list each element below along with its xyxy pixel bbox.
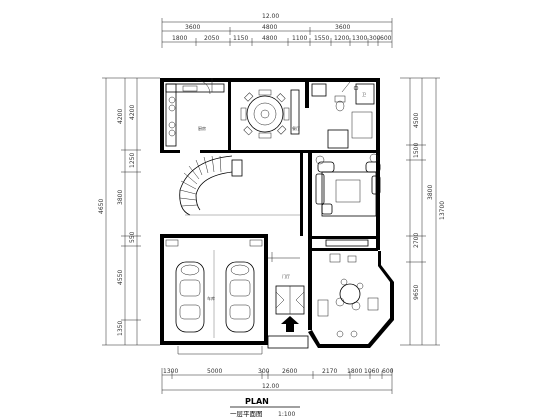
- top-dim-r2-4: 4800: [262, 35, 277, 42]
- right-overall: 13700: [439, 201, 446, 220]
- top-dim-r2-3: 1150: [233, 35, 248, 42]
- room-label-foyer: 门厅: [282, 273, 290, 279]
- entry-arrow-icon: [281, 316, 299, 332]
- top-dim-r2-5: 1100: [292, 35, 307, 42]
- top-dim-r2-6: 1550: [314, 35, 329, 42]
- bottom-dim-4: 2600: [282, 368, 297, 375]
- right-dim-1: 4500: [413, 113, 420, 128]
- overall-width-top: 12.00: [262, 13, 279, 20]
- spiral-stair: [179, 155, 300, 216]
- bottom-dimensions: 1300 5000 300 2600 2170 1800 1060 600 12…: [161, 368, 394, 394]
- room-label-kitchen: 厨房: [198, 125, 206, 131]
- top-dim-r2-2: 2050: [204, 35, 219, 42]
- left-dim-1b: 4200: [129, 105, 136, 120]
- walls: [160, 78, 380, 345]
- right-dimensions: 4500 1500 3800 2700 9650 13700: [400, 77, 446, 346]
- top-dimensions: 12.00 3600 4800 3600 1800 2050 1150 4800…: [161, 13, 393, 48]
- right-dim-5: 9650: [413, 285, 420, 300]
- bottom-dim-3: 300: [258, 368, 270, 375]
- left-dim-4: 550: [129, 231, 136, 243]
- top-dim-r2-8: 1300: [352, 35, 367, 42]
- right-dim-3: 3800: [427, 185, 434, 200]
- right-dim-4: 2700: [413, 233, 420, 248]
- plan-title: PLAN: [245, 397, 269, 406]
- top-dim-3: 3600: [335, 24, 350, 31]
- bathroom: 卫: [311, 81, 375, 149]
- top-dim-1: 3600: [185, 24, 200, 31]
- bottom-dim-8: 600: [382, 368, 394, 375]
- kitchen: 厨房: [165, 78, 225, 147]
- room-label-bath: 卫: [362, 92, 366, 97]
- left-dimensions: 4650 4200 4200 1250 3800 550 4550 1350: [98, 77, 160, 346]
- top-dim-r2-10: 600: [380, 35, 392, 42]
- room-label-garage: 车库: [207, 295, 215, 301]
- bay-sunroom: [308, 251, 394, 348]
- car-left: [175, 261, 205, 333]
- top-dim-r2-7: 1200: [334, 35, 349, 42]
- left-overall: 4650: [98, 199, 105, 214]
- bottom-dim-7: 1060: [364, 368, 379, 375]
- overall-width-bottom: 12.00: [262, 383, 279, 390]
- right-dim-2: 1500: [413, 143, 420, 158]
- left-dim-3: 3800: [117, 190, 124, 205]
- bottom-dim-2: 5000: [207, 368, 222, 375]
- left-dim-6: 1350: [117, 321, 124, 336]
- left-dim-1: 4200: [117, 109, 124, 124]
- plan-title-block: PLAN 一层平面图 1:100: [230, 397, 300, 418]
- room-label-dining: 餐厅: [292, 125, 300, 131]
- garage: 车库: [165, 239, 263, 355]
- entry-foyer: 门厅: [267, 252, 309, 349]
- top-dim-2: 4800: [262, 24, 277, 31]
- top-dim-r2-9: 300: [369, 35, 381, 42]
- bottom-dim-5: 2170: [322, 368, 337, 375]
- bottom-dim-1: 1300: [163, 368, 178, 375]
- plan-scale: 1:100: [278, 411, 295, 418]
- living-room: 餐厅: [315, 153, 381, 247]
- top-dim-r2-1: 1800: [172, 35, 187, 42]
- left-dim-2: 1250: [129, 153, 136, 168]
- plan-subtitle: 一层平面图: [230, 410, 263, 418]
- car-right: [225, 261, 255, 333]
- dining-room: 餐厅: [240, 89, 300, 139]
- bottom-dim-6: 1800: [347, 368, 362, 375]
- left-dim-5: 4550: [117, 270, 124, 285]
